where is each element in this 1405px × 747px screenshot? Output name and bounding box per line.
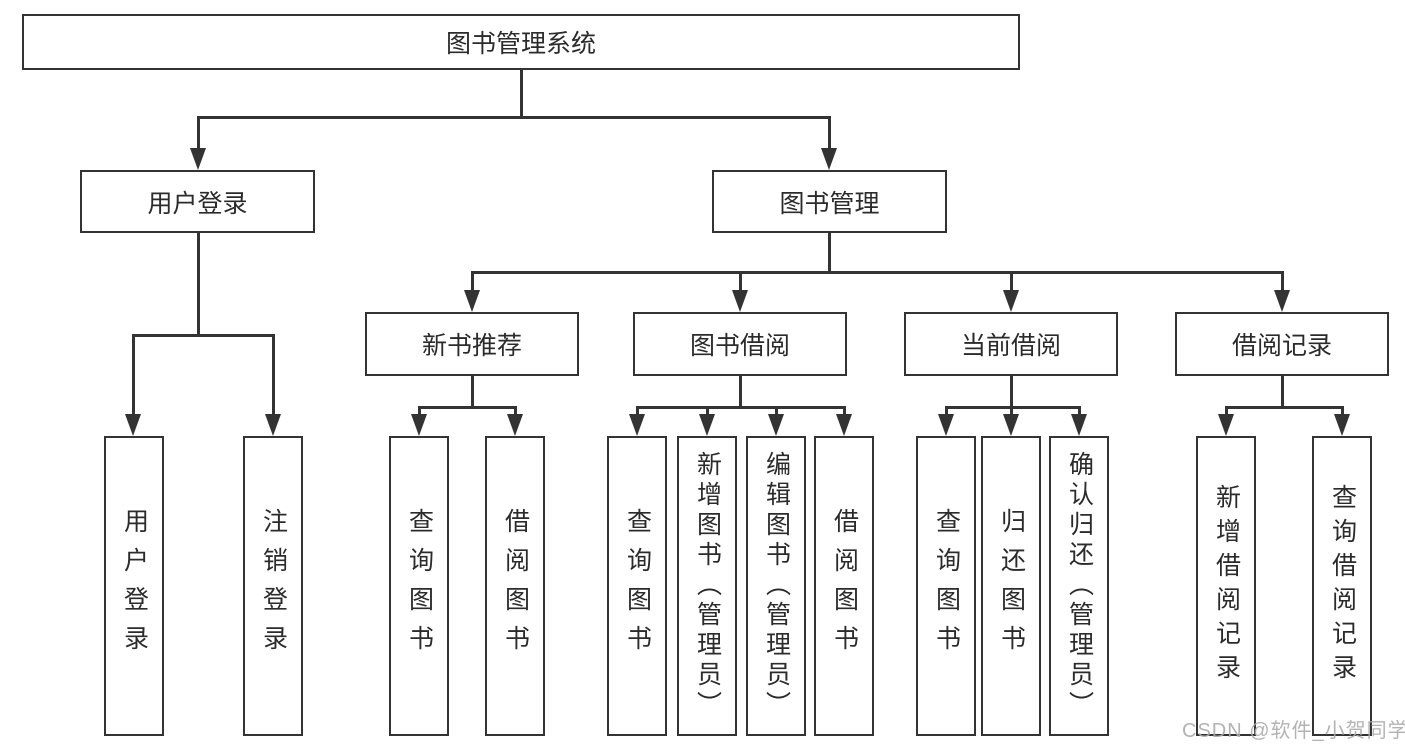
node-label: 新书推荐 [421, 332, 522, 360]
leaf-return-books: 归还图书 [981, 436, 1041, 736]
node-borrowing-records: 借阅记录 [1175, 312, 1389, 376]
node-label: 借阅记录 [1231, 332, 1332, 360]
leaf-borrow-books-recommend: 借阅图书 [485, 436, 545, 736]
arrow-down-icon [836, 414, 852, 436]
connector-line [945, 406, 1081, 409]
connector-line [520, 70, 523, 118]
node-label: 查询图书 [623, 508, 652, 664]
arrow-down-icon [699, 414, 715, 436]
node-label: 借阅图书 [501, 508, 530, 664]
leaf-edit-books-admin: 编辑图书（管理员） [746, 436, 806, 736]
connector-line [471, 271, 474, 293]
node-label: 图书借阅 [689, 332, 790, 360]
connector-line [132, 334, 275, 337]
connector-line [197, 116, 200, 152]
connector-line [739, 376, 742, 408]
arrow-down-icon [464, 290, 480, 312]
connector-line [945, 406, 948, 418]
watermark: CSDN @软件_小贺同学 [1182, 720, 1405, 742]
node-label: 注销登录 [259, 508, 288, 664]
node-label: 图书管理系统 [445, 30, 596, 58]
arrow-down-icon [768, 414, 784, 436]
connector-line [197, 233, 200, 336]
leaf-query-books-borrowing: 查询图书 [607, 436, 667, 736]
arrow-down-icon [125, 414, 141, 436]
node-label: 归还图书 [997, 508, 1026, 664]
connector-line [1225, 406, 1228, 418]
leaf-query-books-recommend: 查询图书 [389, 436, 449, 736]
node-library-management-system: 图书管理系统 [22, 14, 1020, 70]
connector-line [418, 406, 421, 418]
leaf-query-borrow-record: 查询借阅记录 [1312, 436, 1372, 736]
arrow-down-icon [732, 290, 748, 312]
leaf-add-books-admin: 新增图书（管理员） [677, 436, 737, 736]
arrow-down-icon [411, 414, 427, 436]
arrow-down-icon [1218, 414, 1234, 436]
connector-line [514, 406, 517, 418]
connector-line [1010, 271, 1013, 293]
leaf-logout: 注销登录 [243, 436, 303, 736]
node-label: 查询借阅记录 [1328, 484, 1357, 688]
connector-line [636, 406, 846, 409]
node-label: 查询图书 [932, 508, 961, 664]
arrow-down-icon [629, 414, 645, 436]
connector-line [471, 271, 1283, 274]
connector-line [1010, 376, 1013, 408]
connector-line [132, 334, 135, 418]
node-book-borrowing: 图书借阅 [633, 312, 847, 376]
arrow-down-icon [1003, 290, 1019, 312]
connector-line [828, 116, 831, 152]
node-label: 新增借阅记录 [1212, 484, 1241, 688]
node-user-login: 用户登录 [80, 170, 315, 233]
node-new-book-recommend: 新书推荐 [365, 312, 579, 376]
node-current-borrowing: 当前借阅 [904, 312, 1118, 376]
arrow-down-icon [938, 414, 954, 436]
connector-line [272, 334, 275, 418]
node-label: 用户登录 [147, 189, 248, 218]
connector-line [843, 406, 846, 418]
connector-line [636, 406, 639, 418]
arrow-down-icon [1274, 290, 1290, 312]
connector-line [775, 406, 778, 418]
leaf-confirm-return-admin: 确认归还（管理员） [1049, 436, 1109, 736]
connector-line [418, 406, 517, 409]
connector-line [1281, 271, 1284, 293]
connector-line [1078, 406, 1081, 418]
node-label: 当前借阅 [960, 332, 1061, 360]
leaf-borrow-books-borrowing: 借阅图书 [814, 436, 874, 736]
leaf-add-borrow-record: 新增借阅记录 [1196, 436, 1256, 736]
arrow-down-icon [190, 148, 206, 170]
node-label: 图书管理 [779, 189, 880, 218]
leaf-user-login: 用户登录 [104, 436, 164, 736]
connector-line [706, 406, 709, 418]
node-label: 新增图书（管理员） [693, 451, 722, 721]
arrow-down-icon [1003, 414, 1019, 436]
arrow-down-icon [1334, 414, 1350, 436]
node-label: 编辑图书（管理员） [762, 451, 791, 721]
arrow-down-icon [1071, 414, 1087, 436]
node-label: 用户登录 [120, 508, 149, 664]
connector-line [1010, 406, 1013, 418]
connector-line [739, 271, 742, 293]
node-label: 借阅图书 [830, 508, 859, 664]
arrow-down-icon [507, 414, 523, 436]
connector-line [1225, 406, 1344, 409]
connector-line [471, 376, 474, 408]
leaf-query-books-current: 查询图书 [916, 436, 976, 736]
arrow-down-icon [265, 414, 281, 436]
node-book-management: 图书管理 [712, 170, 947, 233]
connector-line [197, 116, 831, 119]
connector-line [828, 233, 831, 273]
connector-line [1341, 406, 1344, 418]
connector-line [1281, 376, 1284, 408]
node-label: 确认归还（管理员） [1065, 451, 1094, 721]
node-label: 查询图书 [405, 508, 434, 664]
arrow-down-icon [821, 148, 837, 170]
